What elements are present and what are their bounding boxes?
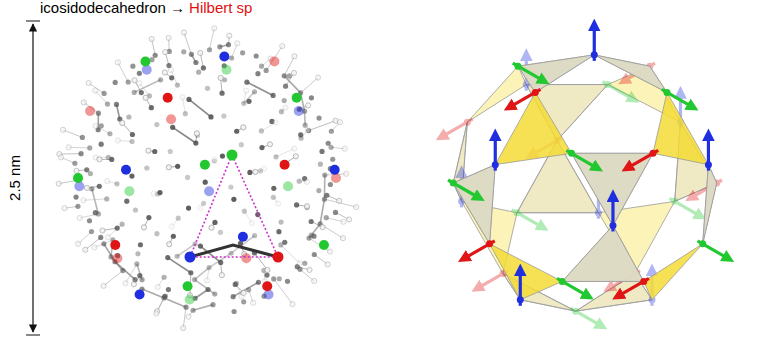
title-text: Hilbert sp: [189, 0, 252, 15]
dimension-line: [26, 21, 40, 335]
dimension-label: 2.5 nm: [7, 155, 22, 201]
title-row: icosidodecahedron → Hilbert sp: [40, 0, 252, 15]
icosidodecahedron-illustration: [445, 29, 726, 324]
title-text: icosidodecahedron →: [40, 0, 185, 15]
molecule-illustration: [56, 26, 359, 331]
